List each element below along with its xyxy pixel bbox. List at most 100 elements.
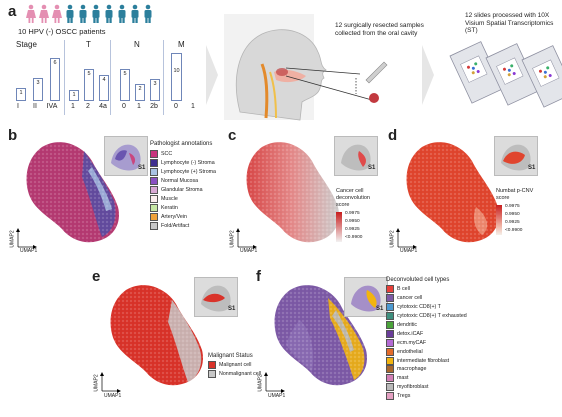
- male-patient-icon: [105, 4, 113, 23]
- legend-item: Fold/Artifact: [150, 221, 216, 230]
- male-patient-icon: [131, 4, 139, 23]
- male-patient-icon: [79, 4, 87, 23]
- legend-item: Muscle: [150, 194, 216, 203]
- legend-label: B cell: [397, 286, 410, 293]
- male-patient-icon: [66, 4, 74, 23]
- bar-t-1: 1: [69, 90, 79, 101]
- legend-item: Glandular Stroma: [150, 186, 216, 195]
- bar-stage-i: 1: [16, 88, 26, 101]
- legend-label: macrophage: [397, 366, 427, 373]
- panel-f-label: f: [256, 268, 261, 285]
- legend-item: Malignant cell: [208, 361, 261, 370]
- legend-swatch: [386, 374, 394, 383]
- y-axis-label: UMAP2: [257, 374, 264, 392]
- legend-swatch: [386, 285, 394, 294]
- colorbar-tick: 0.9975: [505, 204, 520, 209]
- bar-stage-ii: 3: [33, 78, 43, 101]
- tissue-inset-b: [104, 136, 148, 176]
- legend-item: dendritic: [386, 321, 467, 330]
- divider: [163, 40, 164, 115]
- legend-swatch: [150, 194, 158, 203]
- legend-title: Malignant Status: [208, 353, 253, 359]
- legend-label: intermediate fibroblast: [397, 357, 450, 364]
- t-title: T: [86, 40, 91, 49]
- male-patient-icon: [118, 4, 126, 23]
- stage-bars: 1 3 6: [14, 52, 64, 101]
- legend-item: intermediate fibroblast: [386, 356, 467, 365]
- legend-swatch: [386, 321, 394, 329]
- divider: [64, 40, 65, 115]
- legend-item: myofibroblast: [386, 383, 467, 392]
- legend-item: Tregs: [386, 392, 467, 401]
- t-x-label: 2: [86, 103, 90, 110]
- legend-title: Deconvoluted cell types: [386, 277, 450, 283]
- legend-item: Artery/Vein: [150, 212, 216, 221]
- legend-label: Normal Mucosa: [161, 178, 199, 185]
- panel-b-label: b: [8, 127, 18, 144]
- legend-item: Lymphocyte (+) Stroma: [150, 168, 216, 177]
- m-bars: 10: [168, 52, 202, 101]
- y-axis-label: UMAP2: [93, 374, 100, 392]
- colorbar-tick: 0.9950: [345, 219, 360, 224]
- slides-text: 12 slides processed with 10X Visium Spat…: [465, 12, 554, 34]
- legend-swatch: [208, 361, 216, 370]
- divider: [110, 40, 111, 115]
- legend-label: Artery/Vein: [161, 213, 187, 220]
- x-axis-label: UMAP1: [20, 248, 38, 254]
- bar-stage-iva: 6: [50, 58, 60, 101]
- legend-swatch: [386, 303, 394, 312]
- legend-swatch: [150, 221, 158, 230]
- panel-e-label: e: [92, 268, 101, 285]
- legend-swatch: [208, 370, 216, 379]
- stage-x-label: IVA: [46, 103, 58, 110]
- colorbar-tick: <0.9900: [505, 228, 523, 233]
- legend-label: dendritic: [397, 322, 418, 328]
- colorbar-tick: <0.9900: [345, 235, 363, 240]
- m-x-label: 0: [174, 103, 178, 110]
- legend-swatch: [150, 159, 158, 168]
- bar-t-4a: 4: [99, 75, 109, 101]
- legend-label: Lymphocyte (+) Stroma: [161, 169, 216, 176]
- legend-swatch: [386, 383, 394, 392]
- legend-label: cancer cell: [397, 295, 423, 302]
- panel-c-label: c: [228, 127, 237, 144]
- legend-swatch: [386, 294, 394, 303]
- tissue-inset-d: [494, 136, 538, 176]
- legend-label: cytotoxic CD8(+) T exhausted: [397, 313, 467, 320]
- legend-label: detox.iCAF: [397, 330, 424, 337]
- stage-x-label: I: [17, 103, 19, 110]
- n-x-label: 0: [122, 103, 126, 110]
- umap-plot-e: [100, 285, 204, 393]
- legend-swatch: [150, 203, 158, 212]
- legend-item: macrophage: [386, 365, 467, 374]
- legend-item: mast: [386, 374, 467, 383]
- inset-label: S1: [368, 165, 376, 171]
- legend-swatch: [150, 168, 158, 177]
- bar-n-0: 5: [120, 69, 130, 101]
- legend-label: endothelial: [397, 348, 423, 355]
- legend-swatch: [386, 392, 394, 401]
- patients-text: 10 HPV (-) OSCC patients: [18, 27, 106, 36]
- legend-item: cytotoxic CD8(+) T: [386, 303, 467, 312]
- legend-title: Pathologist annotations: [150, 141, 213, 147]
- legend-swatch: [386, 329, 394, 338]
- legend-item: B cell: [386, 285, 467, 294]
- colorbar-tick: 0.9925: [345, 227, 360, 232]
- panel-a-label: a: [8, 3, 17, 20]
- legend-label: Tregs: [397, 393, 411, 400]
- male-patient-icon: [92, 4, 100, 23]
- female-patient-icon: [26, 4, 36, 23]
- x-axis-label: UMAP1: [268, 393, 286, 399]
- t-bars: 1 5 4: [68, 52, 110, 101]
- m-x-label: 1: [191, 103, 195, 110]
- x-axis-label: UMAP1: [240, 248, 258, 254]
- colorbar: [496, 205, 502, 235]
- legend-label: Muscle: [161, 195, 178, 202]
- bar-n-1: 2: [135, 84, 145, 101]
- male-patient-icon: [144, 4, 152, 23]
- legend-swatch: [150, 212, 158, 221]
- legend-item: detox.iCAF: [386, 329, 467, 338]
- bar-n-2b: 3: [150, 79, 160, 101]
